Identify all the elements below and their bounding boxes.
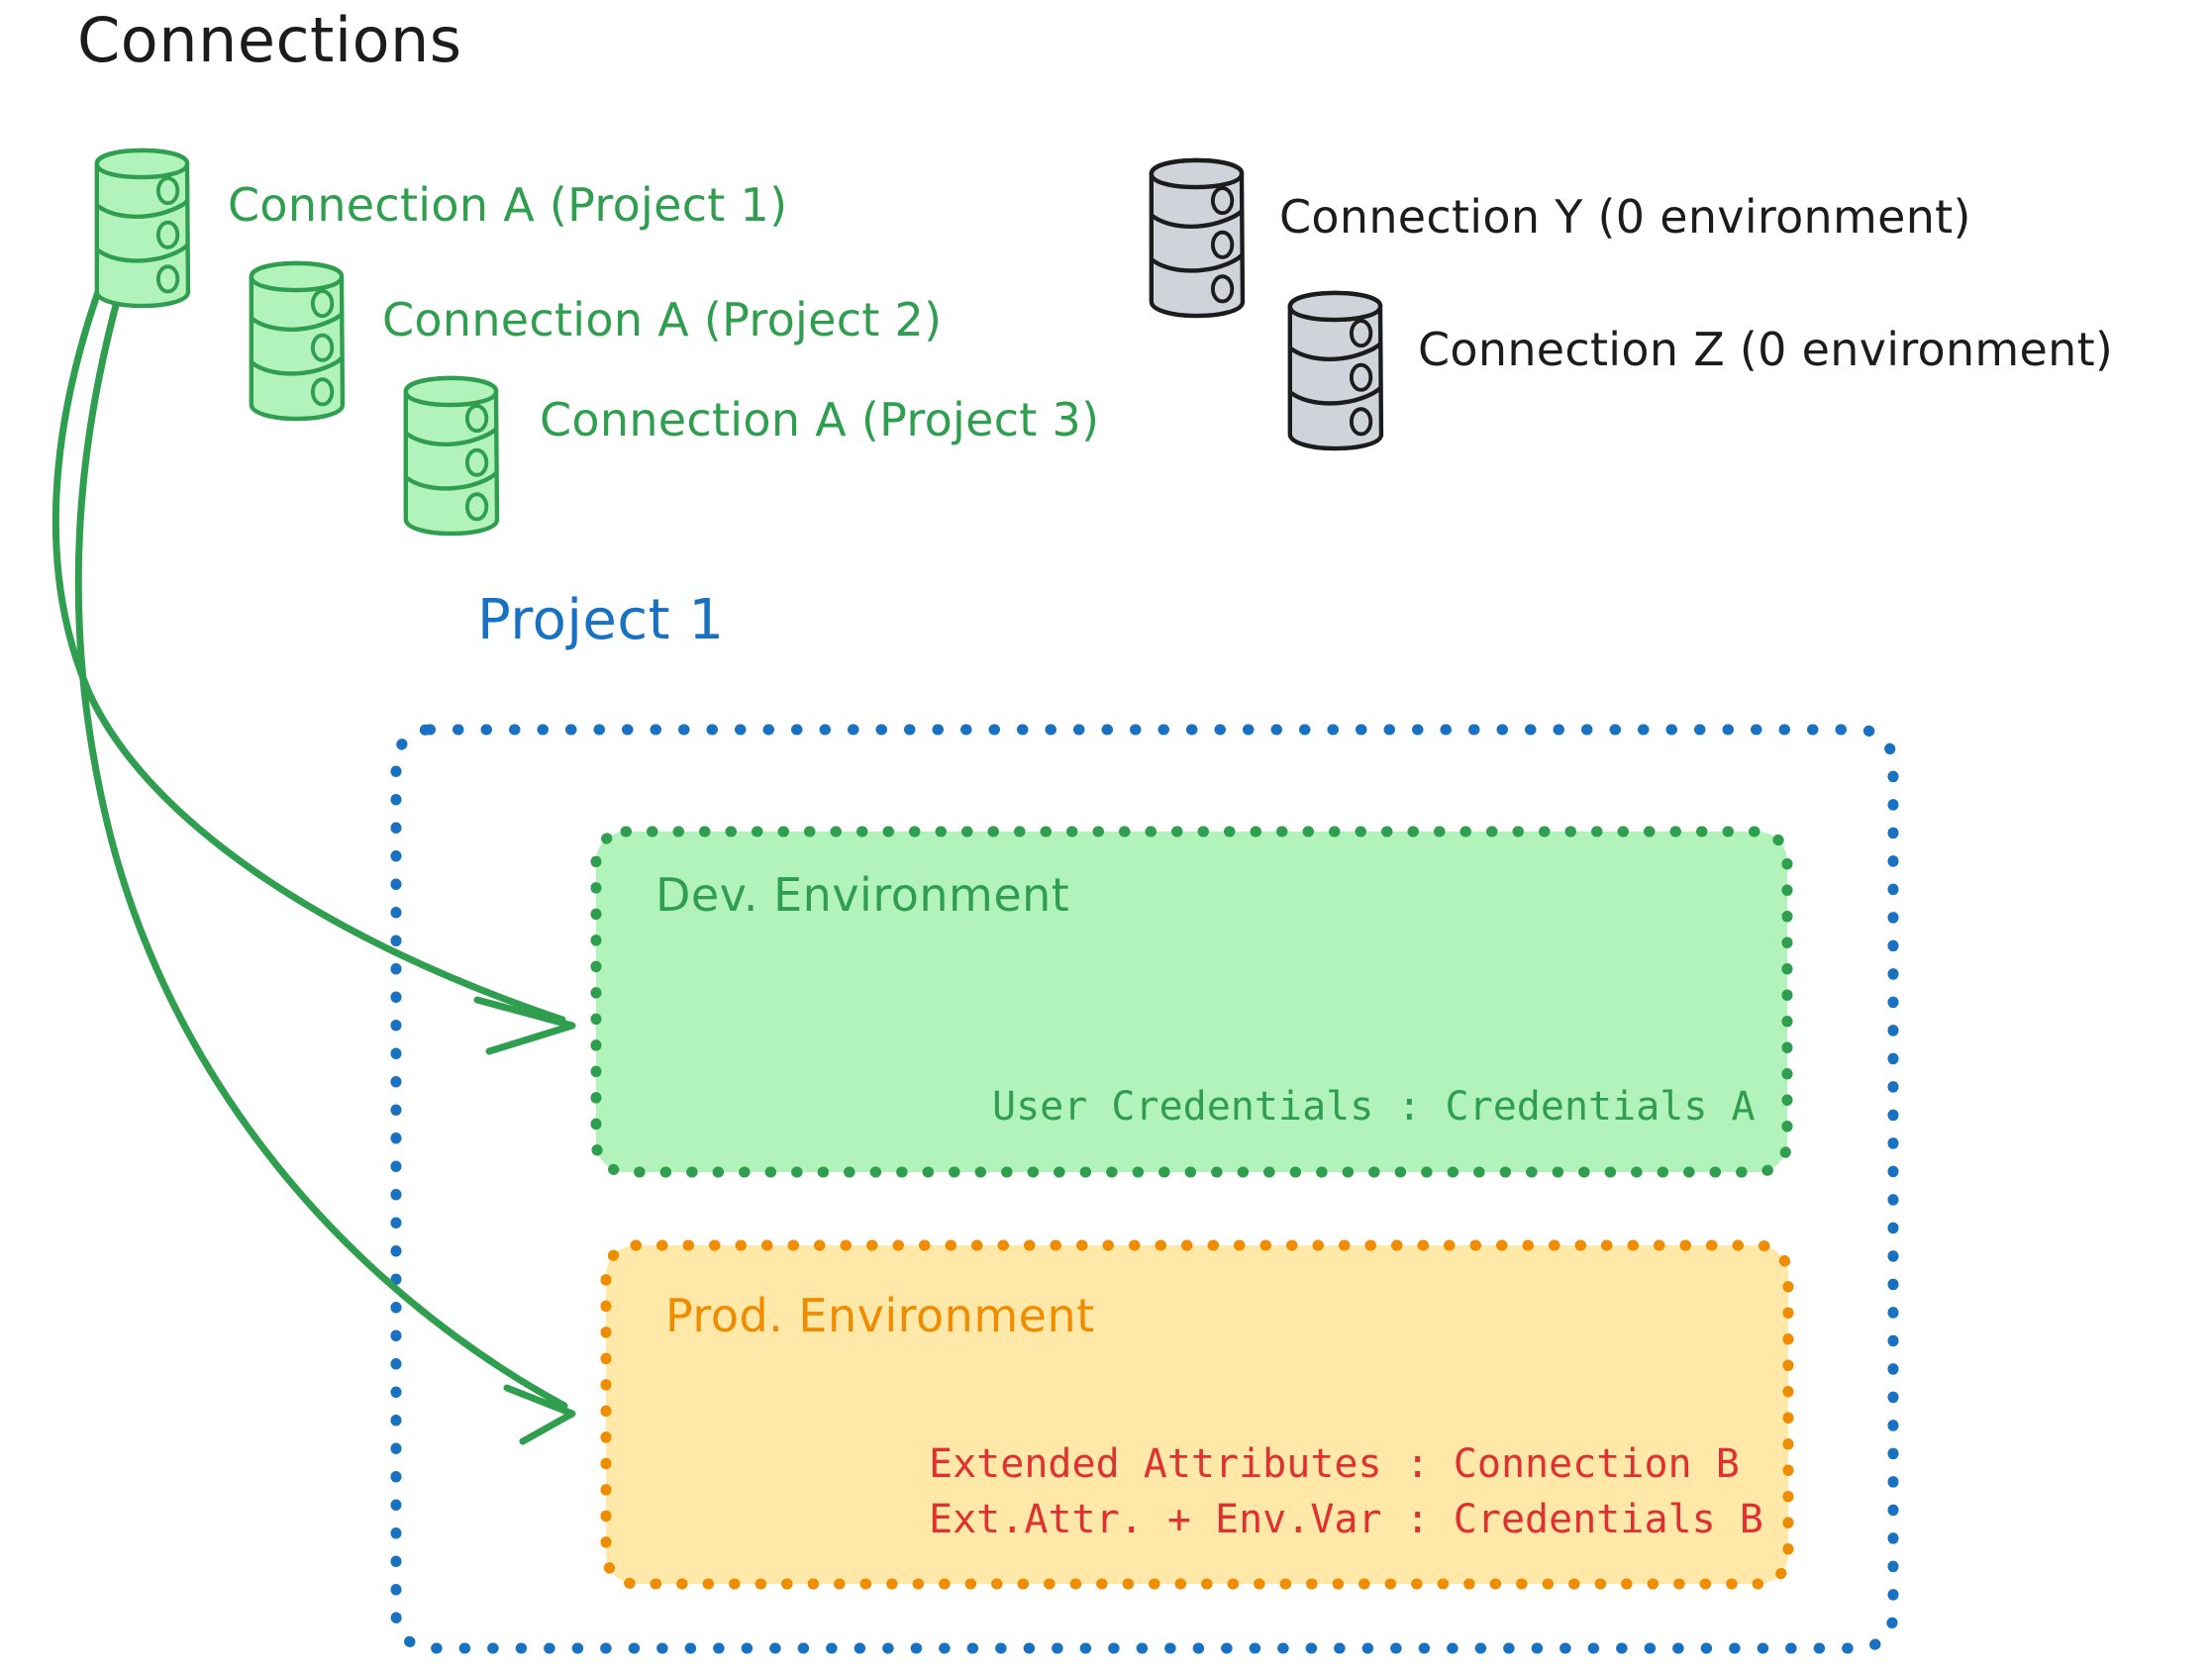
database-icon-conn-y[interactable] (1152, 160, 1243, 316)
dev-environment-line-1: User Credentials : Credentials A (992, 1084, 1756, 1130)
page-title: Connections (77, 4, 462, 76)
connection-label-conn-a-project-2: Connection A (Project 2) (382, 293, 943, 346)
prod-environment-title: Prod. Environment (665, 1289, 1095, 1342)
connection-label-conn-a-project-1: Connection A (Project 1) (228, 178, 788, 232)
connector-to-dev-environment (51, 263, 576, 1055)
connection-label-conn-z: Connection Z (0 environment) (1418, 323, 2114, 376)
connection-label-conn-y: Connection Y (0 environment) (1279, 190, 1971, 244)
prod-environment-box (600, 1239, 1794, 1590)
connection-label-conn-a-project-3: Connection A (Project 3) (540, 393, 1100, 446)
database-icon-conn-a-project-1[interactable] (95, 148, 188, 306)
arrow-icon (503, 1384, 576, 1445)
database-icon-conn-a-project-2[interactable] (250, 261, 343, 419)
database-icon-conn-z[interactable] (1290, 293, 1381, 448)
project-container (390, 724, 1899, 1654)
connector-to-prod-environment (74, 283, 576, 1445)
database-icon-conn-a-project-3[interactable] (404, 376, 497, 534)
dev-environment-title: Dev. Environment (655, 868, 1070, 922)
dev-environment-box (590, 826, 1793, 1178)
arrow-icon (473, 996, 576, 1055)
project-title: Project 1 (477, 588, 725, 652)
prod-environment-line-1: Extended Attributes : Connection B (929, 1441, 1740, 1487)
prod-environment-line-2: Ext.Attr. + Env.Var : Credentials B (929, 1497, 1763, 1542)
